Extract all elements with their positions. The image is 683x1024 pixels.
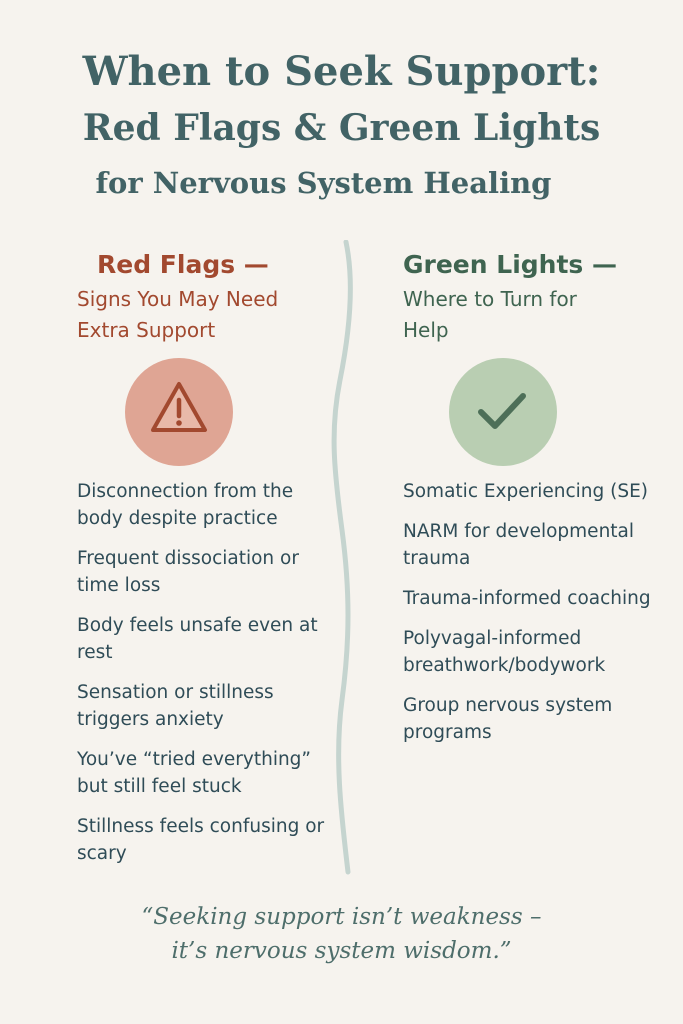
warning-triangle-icon [151, 382, 207, 432]
closing-quote: “Seeking support isn’t weakness – it’s n… [0, 900, 683, 968]
title-line-1: When to Seek Support: [82, 48, 601, 95]
green-lights-subheading: Where to Turn for Help [403, 287, 577, 342]
list-item: Sensation or stillness triggers anxiety [77, 682, 274, 730]
title-line-2: Red Flags & Green Lights [82, 107, 601, 149]
quote-line-1: “Seeking support isn’t weakness – [141, 904, 542, 930]
list-item: NARM for developmental trauma [403, 521, 635, 569]
quote-line-2: it’s nervous system wisdom.” [171, 938, 512, 964]
green-lights-list: Somatic Experiencing (SE) NARM for devel… [403, 478, 653, 759]
red-flags-heading: Red Flags — [97, 250, 269, 279]
title-line-3: for Nervous System Healing [95, 166, 552, 200]
red-flags-list: Disconnection from the body despite prac… [77, 478, 327, 880]
red-flags-subheading: Signs You May Need Extra Support [77, 287, 279, 342]
green-lights-heading: Green Lights — [403, 250, 617, 279]
list-item: Polyvagal-informed breathwork/bodywork [403, 628, 606, 676]
list-item: You’ve “tried everything” but still feel… [77, 749, 312, 797]
list-item: Body feels unsafe even at rest [77, 615, 318, 663]
list-item: Group nervous system programs [403, 695, 613, 743]
warning-circle [125, 358, 233, 466]
list-item: Stillness feels confusing or scary [77, 816, 325, 864]
list-item: Disconnection from the body despite prac… [77, 481, 294, 529]
check-circle [449, 358, 557, 466]
list-item: Somatic Experiencing (SE) [403, 481, 649, 502]
list-item: Trauma-informed coaching [403, 588, 651, 609]
wavy-divider [331, 240, 353, 875]
checkmark-icon [478, 393, 526, 429]
list-item: Frequent dissociation or time loss [77, 548, 299, 596]
